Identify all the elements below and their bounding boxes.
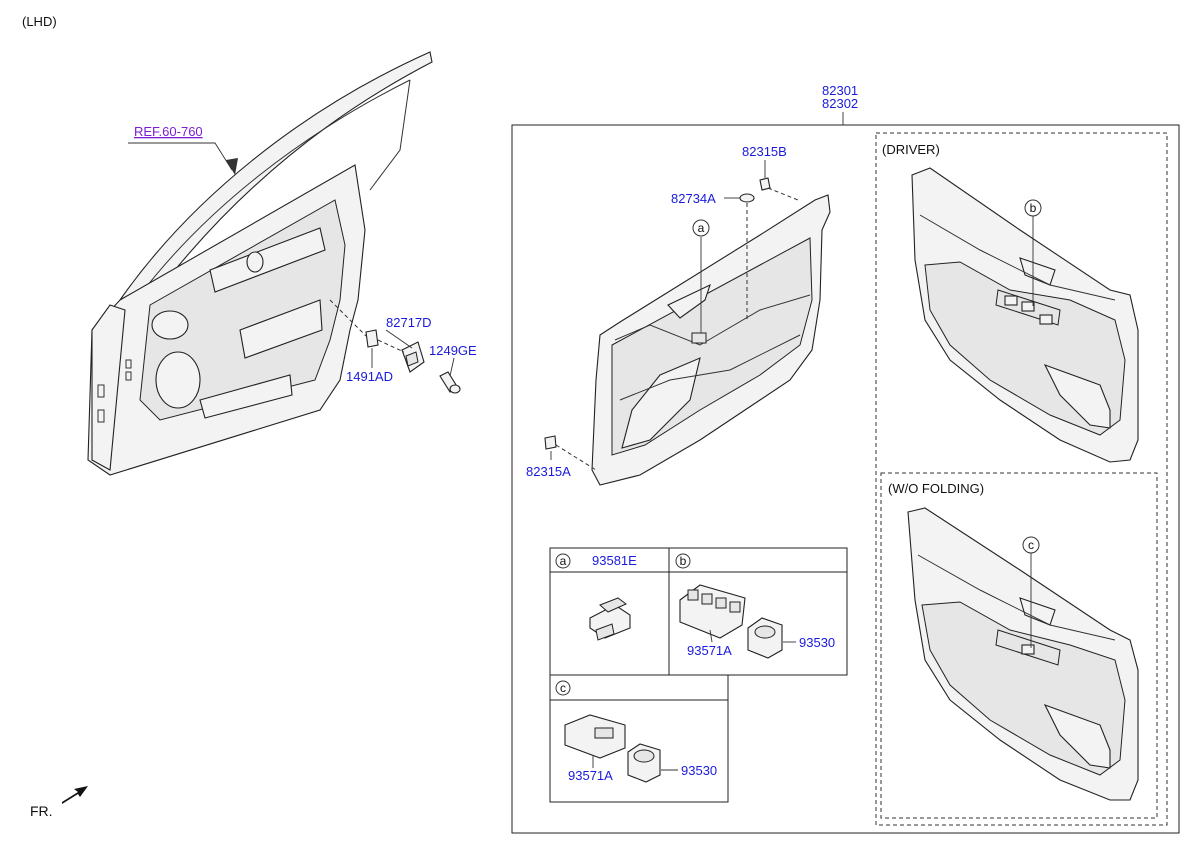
part-82302: 82302: [822, 96, 858, 111]
door-frame: [87, 51, 433, 476]
detail-b-header: b: [675, 553, 691, 569]
label-1491AD: 1491AD: [346, 369, 393, 384]
fastener-82734A: [739, 193, 755, 203]
clip-82315A: [544, 435, 557, 450]
svg-text:b: b: [680, 554, 687, 568]
svg-text:a: a: [698, 221, 705, 235]
driver-panel-title: (DRIVER): [882, 142, 940, 157]
ref-60-760-link[interactable]: REF.60-760: [134, 124, 203, 139]
clip-1491AD: [365, 329, 379, 348]
label-82315B: 82315B: [742, 144, 787, 159]
direction-label: FR.: [30, 803, 53, 819]
svg-text:REF.60-760: REF.60-760: [134, 124, 203, 139]
option-group-outline: [875, 132, 1168, 826]
callout-a[interactable]: a: [692, 219, 710, 237]
door-trim-panel-wo-folding: [907, 507, 1139, 801]
part-93571A-b: 93571A: [687, 643, 732, 658]
svg-text:c: c: [560, 681, 566, 695]
part-93530-c: 93530: [681, 763, 717, 778]
ref-arrow-icon: [226, 158, 238, 175]
wo-folding-panel-title: (W/O FOLDING): [888, 481, 984, 496]
part-93530-b: 93530: [799, 635, 835, 650]
clip-82315B: [759, 177, 771, 191]
wo-folding-outline: [880, 472, 1158, 819]
label-82717D: 82717D: [386, 315, 432, 330]
ref-leader-line: [128, 142, 233, 171]
label-1249GE: 1249GE: [429, 343, 477, 358]
bracket-82717D: [401, 341, 425, 373]
master-switch-93571A-c: [564, 714, 626, 759]
part-93571A-c: 93571A: [568, 768, 613, 783]
switch-93581E: [589, 597, 631, 641]
svg-text:a: a: [560, 554, 567, 568]
screw-1249GE: [439, 371, 461, 394]
detail-a-header: a 93581E: [555, 553, 637, 569]
assembly-frame: [511, 124, 1180, 834]
mirror-switch-93530-b: [747, 617, 783, 659]
callout-b[interactable]: b: [1024, 199, 1042, 217]
label-82315A: 82315A: [526, 464, 571, 479]
mirror-switch-93530-c: [627, 743, 661, 783]
svg-text:c: c: [1028, 538, 1034, 552]
variant-label: (LHD): [22, 14, 57, 29]
label-82734A: 82734A: [671, 191, 716, 206]
part-82301: 82301: [822, 83, 858, 98]
detail-c-header: c: [555, 680, 571, 696]
part-93581E: 93581E: [592, 553, 637, 568]
master-switch-93571A-b: [679, 584, 746, 639]
door-trim-panel-driver: [911, 167, 1139, 463]
door-trim-panel-main: [591, 194, 831, 486]
callout-c[interactable]: c: [1022, 536, 1040, 554]
detail-table: [549, 547, 848, 803]
front-arrow-icon: [62, 786, 88, 804]
svg-text:b: b: [1030, 201, 1037, 215]
